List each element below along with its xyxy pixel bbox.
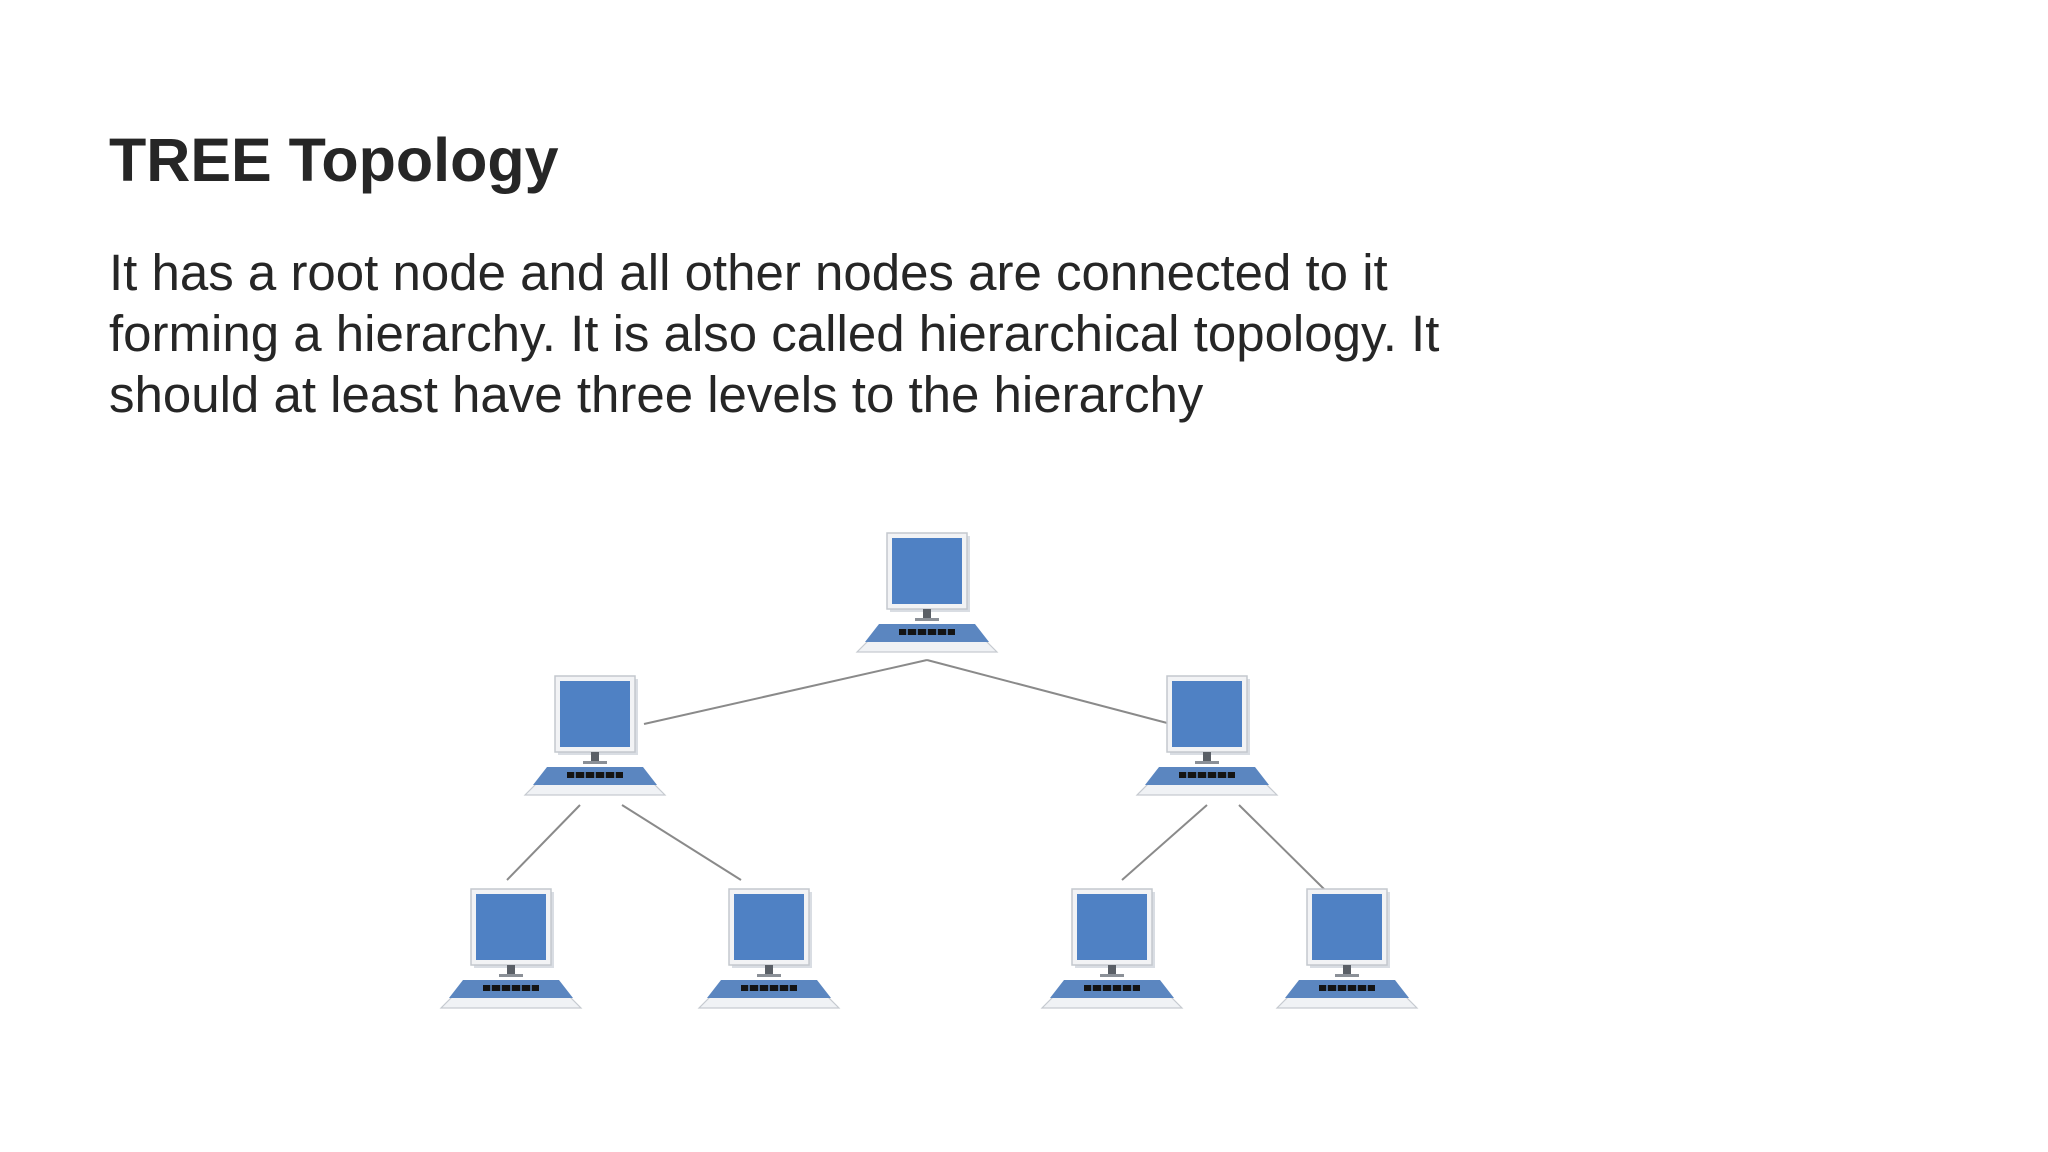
node-leaf-3 [1041,888,1183,1009]
link-mid-right-leaf-4 [1238,804,1326,891]
node-leaf-4 [1276,888,1418,1009]
node-leaf-2 [698,888,840,1009]
computer-icon [524,675,666,796]
link-mid-left-leaf-2 [621,804,742,881]
links [506,659,1326,891]
node-mid-left [524,675,666,796]
node-mid-right [1136,675,1278,796]
computer-icon [1041,888,1183,1009]
computer-icon [1136,675,1278,796]
node-leaf-1 [440,888,582,1009]
link-root-mid-right [926,659,1172,725]
link-root-mid-left [643,659,928,725]
body-line: should at least have three levels to the… [109,366,1204,423]
link-mid-right-leaf-3 [1121,804,1208,881]
computer-icon [1276,888,1418,1009]
slide-title: TREE Topology [109,126,559,194]
link-mid-left-leaf-1 [506,804,581,881]
computer-icon [698,888,840,1009]
body-line: It has a root node and all other nodes a… [109,244,1388,301]
slide-body: It has a root node and all other nodes a… [109,242,1509,425]
computer-icon [440,888,582,1009]
body-line: forming a hierarchy. It is also called h… [109,305,1440,362]
computer-icon [856,532,998,653]
node-root [856,532,998,653]
